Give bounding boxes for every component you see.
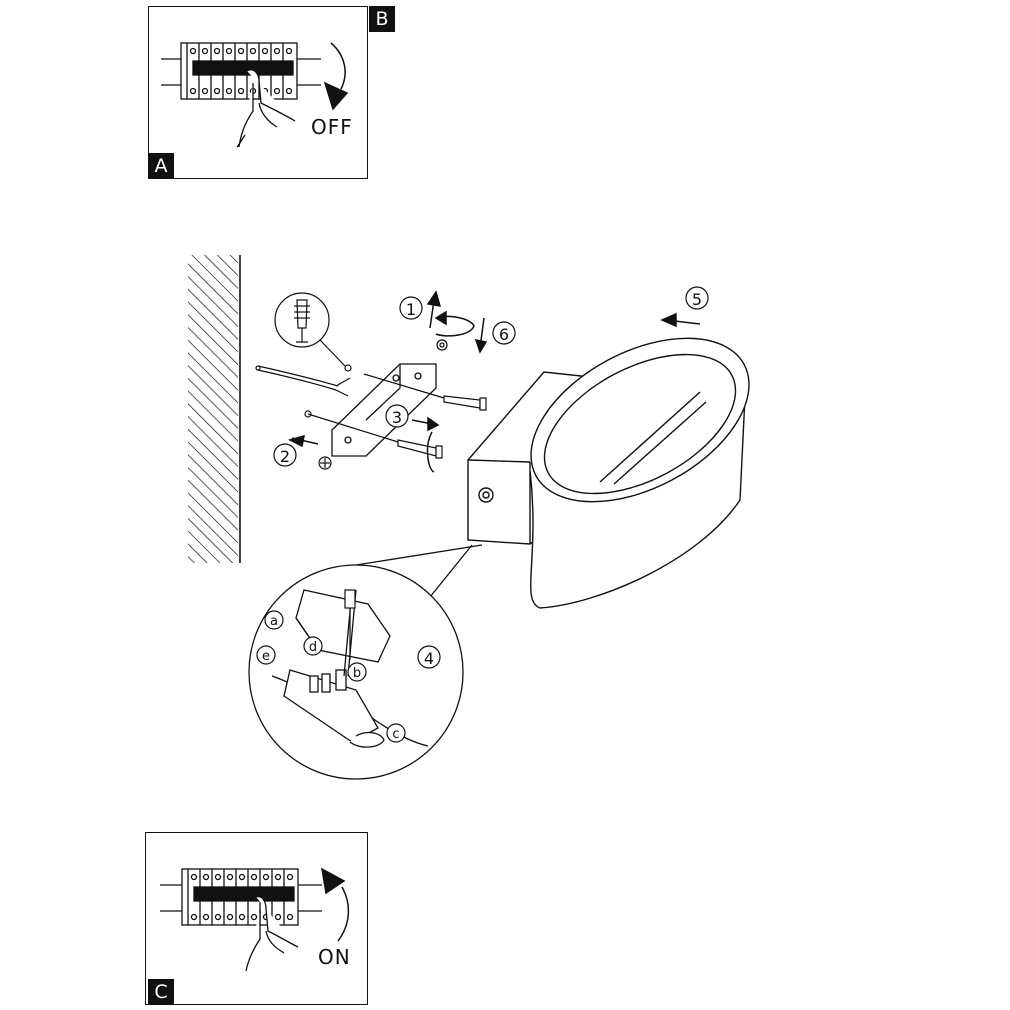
sub-step-e: e bbox=[262, 649, 270, 664]
wall bbox=[188, 255, 241, 563]
wall-plug-icon bbox=[274, 292, 352, 418]
sub-step-markers bbox=[256, 610, 406, 743]
sub-step-a: a bbox=[270, 614, 278, 629]
lamp-icon bbox=[467, 337, 750, 609]
screw-icon bbox=[307, 373, 487, 459]
step-5: 5 bbox=[692, 290, 702, 309]
breaker-icon bbox=[160, 868, 322, 926]
terminal-block-icon bbox=[248, 544, 483, 780]
step-6: 6 bbox=[499, 325, 509, 344]
screwdriver-icon bbox=[344, 589, 356, 660]
step-4: 4 bbox=[424, 649, 434, 668]
arrow-icon bbox=[323, 42, 349, 111]
hand-icon bbox=[236, 69, 296, 148]
nut-icon bbox=[318, 339, 448, 470]
cable bbox=[255, 365, 351, 397]
step-arrows bbox=[287, 290, 701, 473]
mounting-bracket bbox=[331, 363, 437, 457]
hand-icon bbox=[245, 895, 299, 972]
sub-step-d: d bbox=[309, 640, 317, 655]
switch-on-label: ON bbox=[318, 945, 351, 969]
panel-switch-off: A B OFF bbox=[148, 6, 395, 179]
badge-c: C bbox=[148, 979, 174, 1005]
step-3: 3 bbox=[392, 408, 402, 427]
sub-step-c: c bbox=[392, 727, 399, 742]
badge-a: A bbox=[148, 153, 174, 179]
badge-b: B bbox=[369, 6, 395, 32]
sub-step-b: b bbox=[353, 666, 361, 681]
step-2: 2 bbox=[280, 447, 290, 466]
breaker-on-illustration bbox=[160, 867, 350, 972]
breaker-off-illustration bbox=[161, 42, 349, 148]
switch-off-label: OFF bbox=[311, 115, 353, 139]
step-markers bbox=[273, 286, 709, 669]
breaker-icon bbox=[161, 42, 321, 100]
step-1: 1 bbox=[406, 300, 416, 319]
panel-switch-on: C ON bbox=[145, 832, 368, 1005]
arrow-icon bbox=[321, 867, 350, 942]
